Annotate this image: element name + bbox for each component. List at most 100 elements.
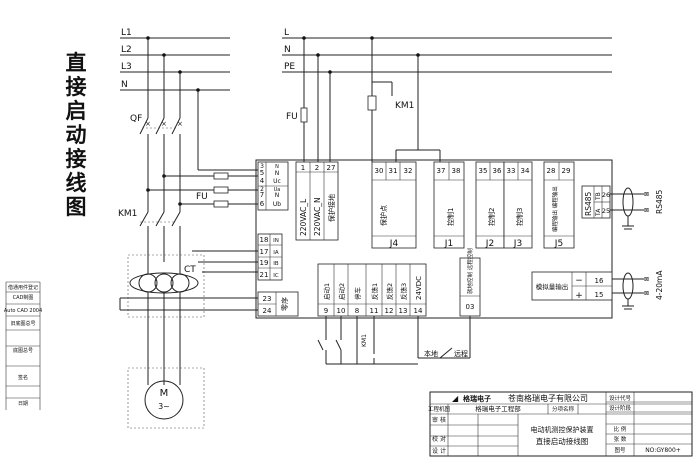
power-terminal-block: 1 2 27 220VAC_L 220VAC_N 保护接地 bbox=[295, 161, 339, 241]
relay-name: 编程输出 编程输出 bbox=[551, 186, 559, 232]
pw-name-text: 220VAC_L bbox=[299, 198, 308, 236]
analog-minus: − bbox=[575, 276, 583, 286]
di-name-text: 启动1 bbox=[322, 283, 331, 300]
ct-name: IB bbox=[273, 261, 279, 267]
zero-sequence-terminals: 23 24 零序 bbox=[257, 291, 299, 317]
svg-text:×: × bbox=[145, 120, 151, 128]
di-name: 反馈2 bbox=[385, 283, 394, 300]
relay-tag: J2 bbox=[485, 239, 494, 249]
ct-name: IN bbox=[273, 238, 279, 244]
relay-num: 35 bbox=[479, 167, 488, 175]
current-terminal-block: 18 17 19 21 IN IA IB IC bbox=[257, 233, 283, 281]
svg-text:×: × bbox=[177, 120, 183, 128]
km1-small-text: KM1 bbox=[361, 334, 368, 347]
rs485-title: RS485 bbox=[584, 191, 593, 216]
relay-tag: J4 bbox=[389, 239, 399, 249]
bus-label-l3: L3 bbox=[121, 62, 132, 72]
fu-left-label: FU bbox=[196, 192, 208, 202]
logo-icon: ◢ bbox=[452, 394, 459, 403]
di-num: 8 bbox=[355, 307, 359, 315]
fu-right-label: FU bbox=[286, 112, 298, 122]
relay-num: 38 bbox=[452, 167, 461, 175]
rs485-tb-text: TB bbox=[595, 192, 602, 201]
di-name-text: 反馈2 bbox=[385, 283, 394, 300]
svg-text:⊠: ⊠ bbox=[644, 276, 649, 283]
relay-num: 33 bbox=[507, 167, 516, 175]
analog-plus: + bbox=[575, 291, 583, 301]
relay-j4: 30 31 32 保护点 J4 bbox=[371, 161, 417, 249]
relay-name-text: 保护点 bbox=[379, 205, 388, 226]
relay-name-text: 编程输出 编程输出 bbox=[551, 186, 559, 232]
device-outline bbox=[255, 159, 613, 319]
local-label: 本地 bbox=[424, 349, 438, 358]
company-name: 苍南格瑞电子有限公司 bbox=[508, 393, 588, 403]
vt-name: Ua bbox=[274, 187, 281, 193]
pw-name-text: 220VAC_N bbox=[313, 197, 322, 236]
relay-name: 控制3 bbox=[515, 208, 524, 226]
vt-num: 6 bbox=[260, 200, 265, 208]
vertical-title-char: 接 bbox=[66, 74, 87, 99]
rs485-tb: TB bbox=[595, 192, 602, 201]
rs485-25: 25 bbox=[602, 207, 610, 215]
vertical-title-text: 直接启动接线图 bbox=[66, 50, 87, 219]
drawing-no: NO:GY800+ bbox=[645, 447, 681, 454]
relay-num: 30 bbox=[375, 167, 384, 175]
ct-name: IA bbox=[273, 250, 279, 256]
digital-input-block: 9 10 8 11 12 13 14 启动1 启动2 停车 反馈1 反馈2 反馈… bbox=[317, 263, 427, 317]
left-signature-strip: 借通用件登记 CAD制图 Auto CAD 2004 旧底图总号 底图总号 签名… bbox=[4, 281, 42, 410]
rl-name: 就地控制 远程控制 bbox=[466, 248, 474, 294]
vt-num: 7 bbox=[260, 191, 264, 199]
qf-label: QF bbox=[130, 114, 142, 124]
analog-15: 15 bbox=[595, 291, 604, 299]
pw-name: 保护接地 bbox=[327, 194, 336, 222]
ct-num: 21 bbox=[260, 271, 269, 279]
relay-j5: 28 29 编程输出 编程输出 J5 bbox=[543, 161, 575, 249]
rs485-terminals: RS485 TB TA 26 25 ⊠ ⊠ RS485 bbox=[581, 185, 664, 230]
dept-label: 工程机图 bbox=[428, 405, 451, 413]
qf-breaker: QF ××× bbox=[130, 114, 183, 152]
vt-name: N bbox=[275, 192, 280, 199]
km1-label: KM1 bbox=[118, 209, 137, 219]
pw-name-text: 保护接地 bbox=[327, 194, 336, 222]
di-num: 10 bbox=[337, 307, 346, 315]
relay-num: 37 bbox=[437, 167, 446, 175]
rs485-side-label: RS485 bbox=[655, 189, 664, 214]
di-name: 24VDC bbox=[415, 276, 423, 300]
right-label: 设计代号 bbox=[609, 394, 632, 402]
rl-name-text: 就地控制 远程控制 bbox=[466, 248, 474, 294]
project-name: 电动机测控保护装置 bbox=[531, 425, 594, 434]
analog-output: 模拟量输出 − + 16 15 ⊠ ⊠ 4-20mA bbox=[531, 270, 664, 310]
strip-label: Auto CAD 2004 bbox=[4, 308, 42, 314]
right-label: 张 数 bbox=[614, 435, 627, 443]
ct-num: 17 bbox=[260, 248, 269, 256]
motor: M 3~ bbox=[127, 367, 205, 429]
di-name: 停车 bbox=[353, 287, 362, 301]
di-name-text: 24VDC bbox=[415, 276, 423, 300]
drawing-no-label: 图号 bbox=[614, 446, 626, 454]
strip-label: 日期 bbox=[18, 401, 28, 407]
ct-num: 18 bbox=[260, 236, 269, 244]
zs-23: 23 bbox=[263, 295, 272, 303]
ct-num: 19 bbox=[260, 259, 269, 267]
relay-num: 32 bbox=[404, 167, 413, 175]
stage-label: 分项名称 bbox=[552, 405, 575, 413]
title-block: 格瑞电子 ◢ 苍南格瑞电子有限公司 工程机图 格瑞电子工程部 分项名称 审 核 … bbox=[428, 391, 693, 457]
relay-tag: J5 bbox=[554, 239, 563, 249]
vertical-title-char: 启 bbox=[66, 98, 87, 123]
relay-num: 28 bbox=[547, 167, 556, 175]
vt-name: Ub bbox=[273, 201, 281, 208]
vertical-title-char: 动 bbox=[66, 122, 87, 147]
svg-text:⊠: ⊠ bbox=[644, 207, 649, 214]
svg-text:⊠: ⊠ bbox=[644, 191, 649, 198]
aux-l: L bbox=[284, 28, 289, 38]
bus-label-n: N bbox=[121, 80, 128, 90]
vt-num: 4 bbox=[260, 177, 265, 185]
rs485-26: 26 bbox=[602, 191, 610, 199]
row-label: 校 对 bbox=[432, 435, 446, 443]
relay-name-text: 控制1 bbox=[446, 208, 455, 226]
relay-num: 36 bbox=[493, 167, 502, 175]
relay-num: 31 bbox=[389, 167, 398, 175]
aux-n: N bbox=[284, 45, 291, 55]
pw-name: 220VAC_N bbox=[313, 197, 322, 236]
di-name: 反馈3 bbox=[399, 283, 408, 300]
